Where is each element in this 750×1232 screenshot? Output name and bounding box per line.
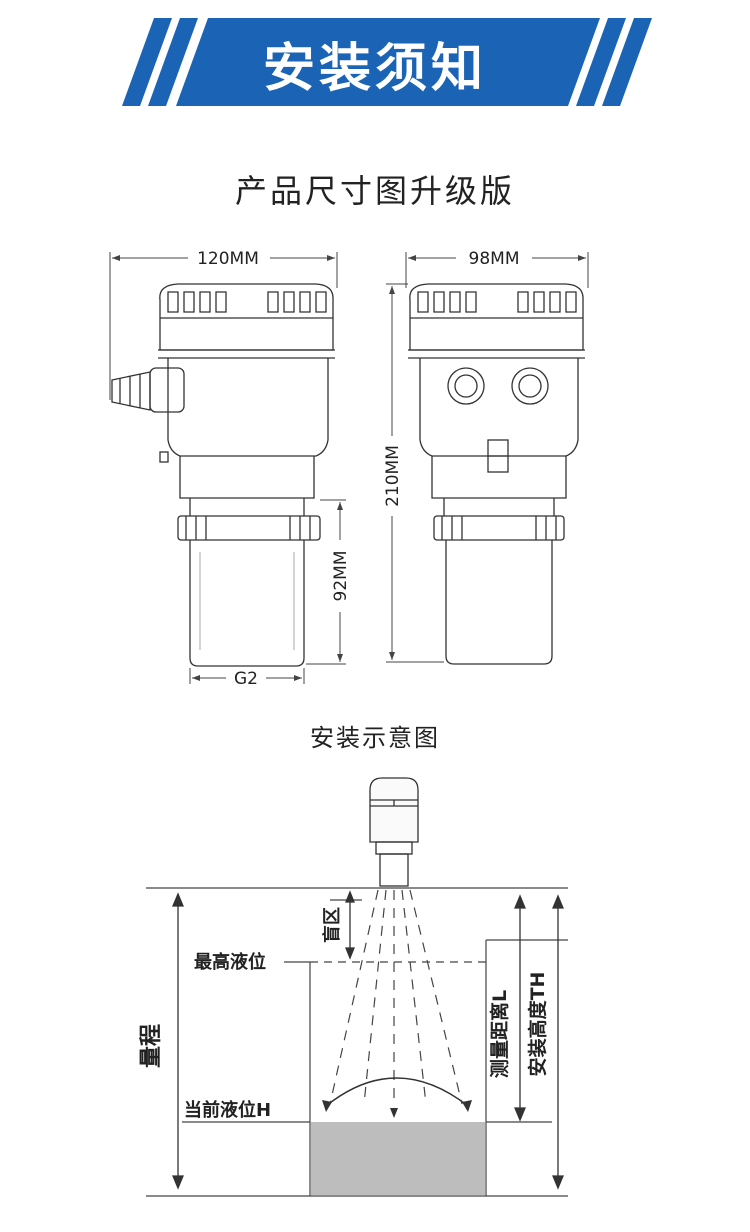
right-gland-left	[447, 367, 485, 405]
left-view	[111, 283, 335, 667]
dim-height-total: 210MM	[383, 445, 403, 507]
left-cap	[159, 283, 334, 351]
left-thread-nut	[177, 515, 321, 541]
banner-title: 安装须知	[262, 39, 487, 99]
dim-height-probe: 92MM	[331, 551, 351, 602]
header-banner: 安装须知	[0, 0, 750, 120]
ultrasonic-beam	[329, 889, 463, 1105]
dim-thread: G2	[234, 669, 258, 689]
banner-stripe-left-2	[148, 18, 198, 106]
right-probe	[445, 540, 553, 665]
range-label: 量程	[139, 1024, 164, 1068]
blind-zone-label: 盲区	[321, 907, 343, 943]
right-view	[408, 283, 585, 665]
installation-title: 安装示意图	[310, 724, 440, 752]
right-thread-nut	[433, 515, 565, 541]
banner-stripe-right-1	[576, 18, 626, 106]
current-level-label: 当前液位H	[184, 1099, 271, 1121]
measure-distance-label: 测量距离L	[488, 990, 511, 1078]
dim-width-right: 98MM	[469, 249, 520, 269]
dimension-title: 产品尺寸图升级版	[234, 172, 515, 210]
left-cable-gland	[111, 371, 151, 411]
banner-stripe-left-1	[122, 18, 172, 106]
banner-ribbon	[176, 18, 600, 106]
banner-graphic	[122, 18, 652, 106]
left-body	[167, 358, 329, 457]
dimension-drawing: 120MM 98MM 210MM 92MM G2	[109, 249, 589, 689]
install-height-label: 安装高度TH	[526, 972, 549, 1077]
dim-width-left: 120MM	[197, 249, 259, 269]
right-gland-right	[511, 367, 549, 405]
banner-stripe-right-2	[602, 18, 652, 106]
liquid	[311, 1122, 485, 1195]
max-level-label: 最高液位	[194, 951, 266, 973]
left-probe	[189, 540, 305, 667]
sensor-unit	[369, 777, 419, 887]
right-cap	[409, 283, 584, 351]
echo-arc	[325, 1077, 469, 1107]
